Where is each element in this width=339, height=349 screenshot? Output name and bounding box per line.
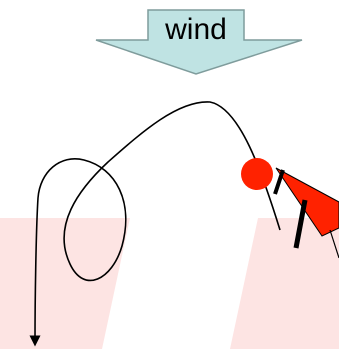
figure-head <box>241 158 273 190</box>
wind-label: wind <box>150 12 242 48</box>
ground-patch-left <box>0 218 130 349</box>
ground-patch-right <box>230 218 339 349</box>
figure-arm <box>275 170 283 194</box>
